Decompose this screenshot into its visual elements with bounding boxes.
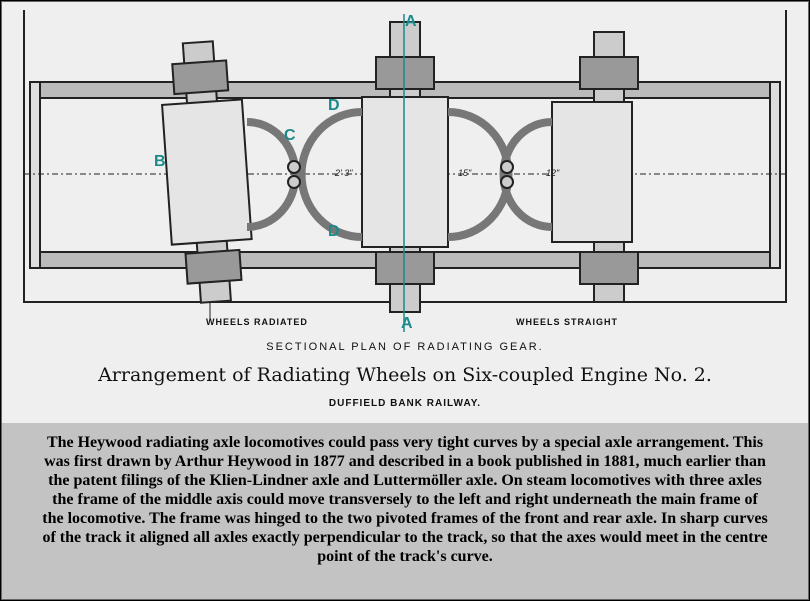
marker-c: C — [284, 127, 296, 144]
label-wheels-straight: WHEELS STRAIGHT — [516, 317, 618, 327]
arrangement-title: Arrangement of Radiating Wheels on Six-c… — [98, 364, 712, 386]
left-hoop — [246, 118, 300, 231]
hinge-pin — [287, 160, 301, 174]
middle-right-hoop — [447, 108, 513, 241]
hinge-pin — [287, 175, 301, 189]
right-end-beam — [769, 81, 781, 269]
sectional-plan-drawing: A A B C D D 2' 3" 15" 12" — [23, 10, 787, 332]
label-wheels-radiated: WHEELS RADIATED — [206, 317, 308, 327]
right-hoop — [499, 118, 553, 231]
caption-box: The Heywood radiating axle locomotives c… — [2, 423, 808, 599]
hinge-pin — [500, 160, 514, 174]
marker-b: B — [154, 153, 166, 170]
dimension-label: 2' 3" — [334, 168, 353, 178]
left-end-beam — [29, 81, 41, 269]
sectional-title: SECTIONAL PLAN OF RADIATING GEAR. — [266, 341, 544, 353]
dimension-label: 15" — [458, 168, 472, 178]
hinge-pin — [500, 175, 514, 189]
marker-a-top: A — [405, 13, 417, 30]
marker-d-bottom: D — [328, 223, 340, 240]
middle-axle — [361, 21, 449, 313]
railway-title: DUFFIELD BANK RAILWAY. — [328, 398, 482, 409]
marker-d-top: D — [328, 97, 340, 114]
left-axle — [161, 40, 253, 304]
dimension-label: 12" — [546, 168, 560, 178]
caption-text: The Heywood radiating axle locomotives c… — [42, 434, 768, 565]
marker-a-bottom: A — [401, 315, 413, 332]
middle-left-hoop — [297, 108, 363, 241]
right-axle — [551, 31, 639, 303]
